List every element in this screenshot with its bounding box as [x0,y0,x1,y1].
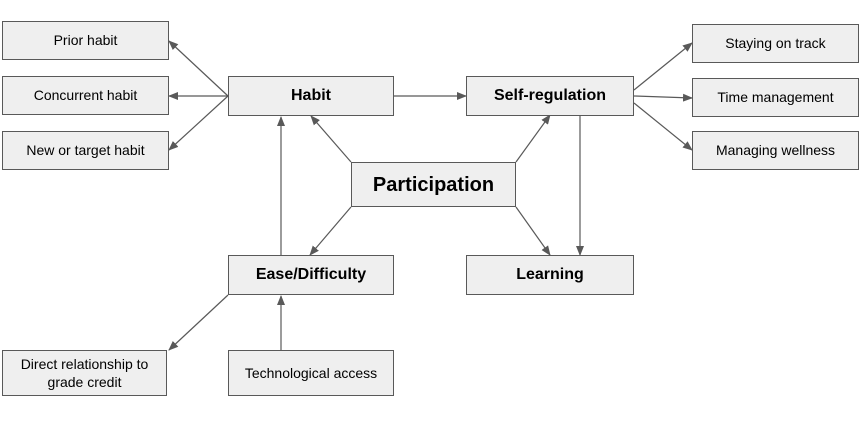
node-time-management: Time management [692,78,859,117]
node-learning: Learning [466,255,634,295]
node-label: Managing wellness [715,142,836,159]
node-label: Participation [372,173,495,196]
node-technological-access: Technological access [228,350,394,396]
arrow-selfreg-to-wellness [633,102,693,151]
arrow-selfreg-to-staying [633,42,693,91]
arrow-ease-to-direct [168,294,229,351]
node-label: Self-regulation [493,86,606,104]
node-habit: Habit [228,76,394,116]
node-label: Ease/Difficulty [255,265,367,283]
node-label: Learning [516,265,584,283]
arrow-habit-to-prior [168,40,229,97]
node-label: Staying on track [725,35,826,52]
node-label: New or target habit [26,142,145,159]
node-concurrent-habit: Concurrent habit [2,76,169,115]
arrow-habit-to-new [168,95,229,151]
arrow-participation-to-learning [515,206,551,256]
node-label: Technological access [244,364,378,381]
arrow-participation-to-habit [310,115,352,163]
node-participation: Participation [351,162,516,207]
node-prior-habit: Prior habit [2,21,169,60]
arrow-participation-to-ease [309,206,352,256]
node-label: Time management [717,89,834,106]
node-new-target-habit: New or target habit [2,131,169,170]
node-ease-difficulty: Ease/Difficulty [228,255,394,295]
node-label: Habit [291,86,331,104]
node-self-regulation: Self-regulation [466,76,634,116]
node-staying-on-track: Staying on track [692,24,859,63]
arrow-participation-to-selfreg [515,114,551,163]
node-label: Direct relationship to grade credit [20,355,149,390]
node-managing-wellness: Managing wellness [692,131,859,170]
arrow-selfreg-to-time [633,93,693,102]
node-label: Concurrent habit [33,87,138,104]
node-direct-relationship: Direct relationship to grade credit [2,350,167,396]
node-label: Prior habit [53,32,118,49]
